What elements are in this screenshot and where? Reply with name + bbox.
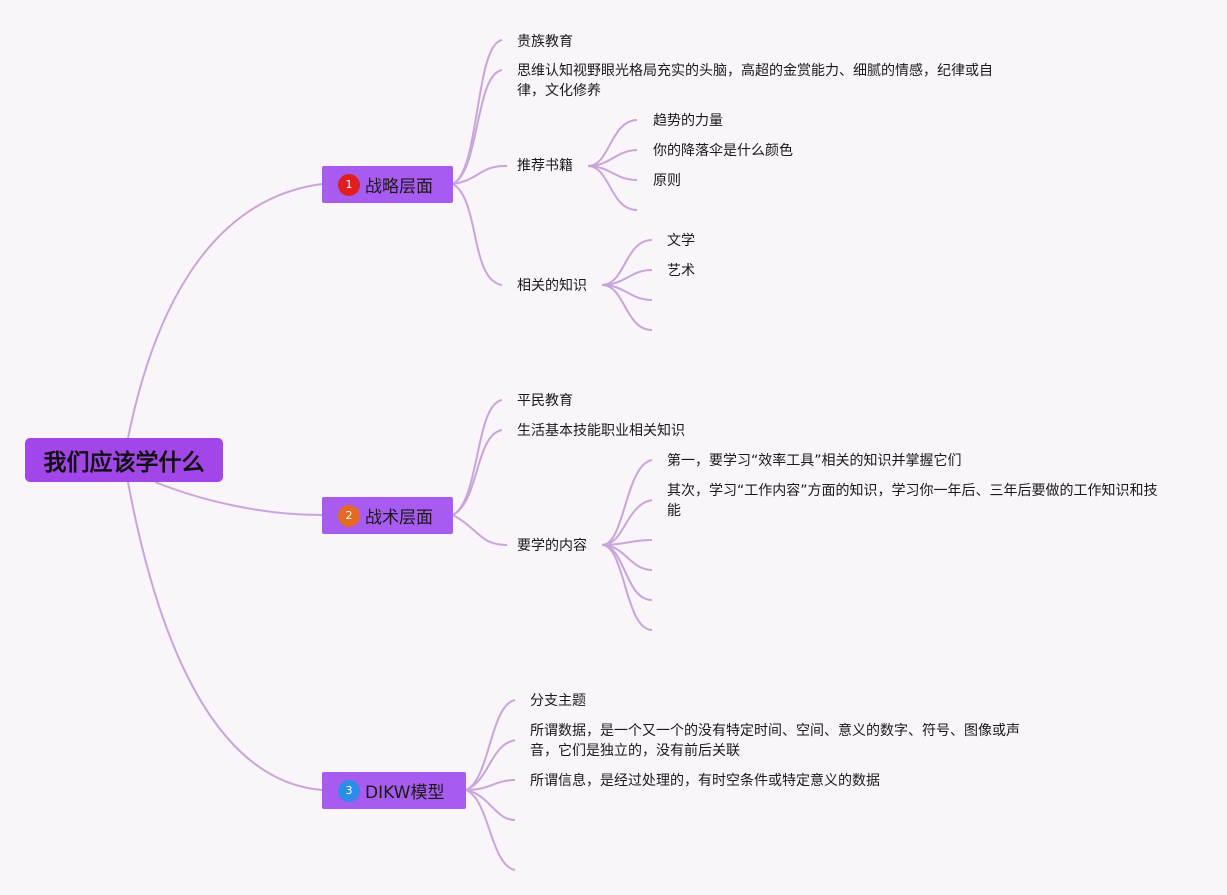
topic-tactics-label: 战术层面 — [365, 508, 433, 528]
link-strategy-elite — [452, 39, 503, 185]
tactics-life-skills[interactable]: 生活基本技能职业相关知识 — [517, 423, 685, 439]
priority-2-icon: 2 — [338, 504, 360, 527]
link-dikw-1 — [465, 699, 516, 791]
link-dikw-5 — [465, 789, 516, 871]
link-root-dikw — [127, 481, 323, 791]
link-content-1 — [601, 459, 653, 546]
priority-1-icon: 1 — [338, 173, 360, 196]
link-books-4 — [587, 165, 638, 211]
topic-dikw-label: DIKW模型 — [365, 783, 445, 803]
link-dikw-4 — [465, 789, 516, 821]
link-root-tactics — [154, 481, 323, 516]
dikw-item-1[interactable]: 分支主题 — [530, 693, 586, 709]
link-tactics-content — [452, 514, 508, 546]
link-content-2 — [601, 499, 653, 546]
topic-dikw[interactable]: 3 DIKW模型 — [322, 772, 466, 809]
knowledge-item-1[interactable]: 文学 — [667, 233, 695, 249]
topic-strategy[interactable]: 1 战略层面 — [322, 166, 453, 203]
tactics-civil-education[interactable]: 平民教育 — [517, 393, 573, 409]
strategy-elite-education[interactable]: 贵族教育 — [517, 34, 573, 50]
dikw-item-3[interactable]: 所谓信息，是经过处理的，有时空条件或特定意义的数据 — [530, 773, 880, 789]
link-dikw-2 — [465, 739, 516, 791]
link-content-6 — [601, 544, 653, 631]
knowledge-item-2[interactable]: 艺术 — [667, 263, 695, 279]
strategy-knowledge[interactable]: 相关的知识 — [517, 278, 587, 294]
link-knowledge-4 — [601, 284, 653, 331]
content-item-1[interactable]: 第一，要学习“效率工具”相关的知识并掌握它们 — [667, 453, 962, 469]
dikw-item-2[interactable]: 所谓数据，是一个又一个的没有特定时间、空间、意义的数字、符号、图像或声音，它们是… — [530, 723, 1020, 759]
link-tactics-civil — [452, 399, 503, 516]
book-item-1[interactable]: 趋势的力量 — [653, 113, 723, 129]
book-item-3[interactable]: 原则 — [653, 173, 681, 189]
root-topic[interactable]: 我们应该学什么 — [25, 438, 223, 482]
link-strategy-knowledge — [452, 183, 503, 286]
link-tactics-skills — [452, 429, 503, 516]
link-strategy-books — [452, 164, 508, 185]
topic-tactics[interactable]: 2 战术层面 — [322, 497, 453, 534]
link-strategy-traits — [452, 69, 503, 185]
tactics-content[interactable]: 要学的内容 — [517, 538, 587, 554]
strategy-elite-traits[interactable]: 思维认知视野眼光格局充实的头脑，高超的金赏能力、细腻的情感，纪律或自律，文化修养 — [517, 63, 993, 99]
book-item-2[interactable]: 你的降落伞是什么颜色 — [653, 143, 793, 159]
root-topic-label: 我们应该学什么 — [43, 450, 205, 476]
priority-3-icon: 3 — [338, 779, 360, 802]
content-item-2[interactable]: 其次，学习“工作内容”方面的知识，学习你一年后、三年后要做的工作知识和技能 — [667, 483, 1158, 519]
link-dikw-3 — [465, 779, 516, 791]
link-root-strategy — [127, 183, 323, 439]
topic-strategy-label: 战略层面 — [365, 177, 433, 197]
strategy-books[interactable]: 推荐书籍 — [517, 158, 573, 174]
